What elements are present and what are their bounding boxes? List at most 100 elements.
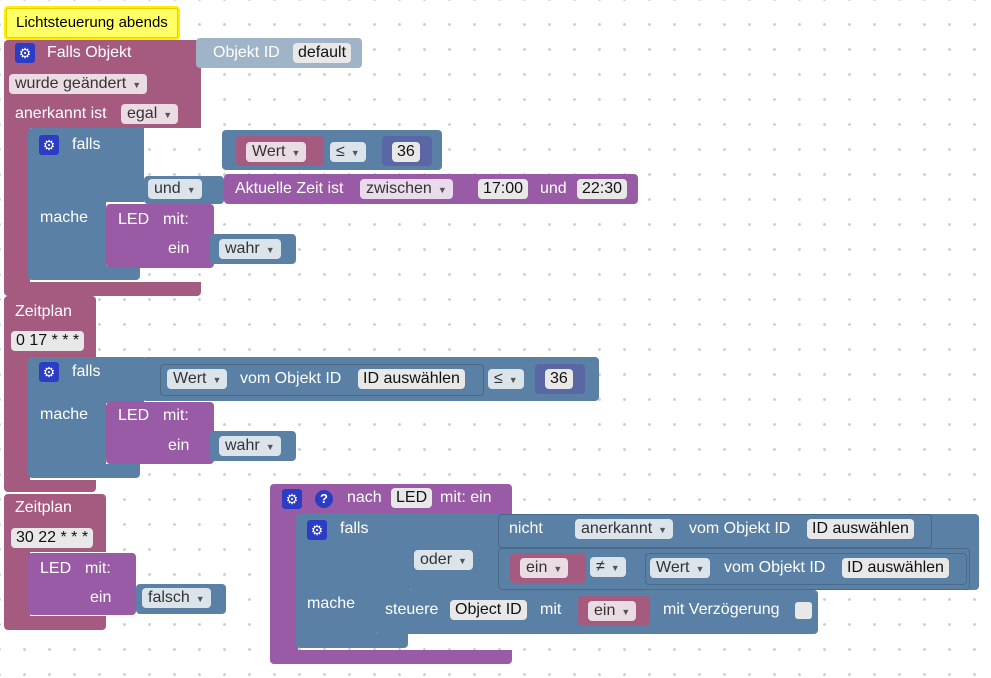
id-select-2[interactable]: ID auswählen [358,369,465,389]
id-select-3[interactable]: ID auswählen [807,519,914,539]
chevron-down-icon: ▼ [291,148,301,158]
if-block-bottom [28,266,140,280]
function-name[interactable]: LED [391,488,433,508]
from-object-label: vom Objekt ID [240,370,342,387]
schedule-2-title: Zeitplan [15,499,72,516]
value-dropdown-2[interactable]: Wert▼ [167,369,228,389]
time-label: Aktuelle Zeit ist [235,180,344,197]
time-and-label: und [540,180,567,197]
time-from[interactable]: 17:00 [478,179,529,199]
chevron-down-icon: ▼ [610,563,620,573]
op-dropdown-2[interactable]: ≤▼ [488,369,524,389]
chevron-down-icon: ▼ [437,185,447,195]
chevron-down-icon: ▼ [265,245,275,255]
chevron-down-icon: ▼ [658,525,668,535]
led-call-block-2[interactable] [106,402,214,464]
schedule-2-left [4,550,30,620]
delay-checkbox[interactable] [795,602,812,619]
help-icon[interactable]: ? [315,490,333,508]
gear-icon[interactable]: ⚙ [307,520,327,540]
chevron-down-icon: ▼ [621,607,631,617]
function-with: mit: ein [440,489,492,506]
from-object-label-2: vom Objekt ID [689,520,791,537]
schedule-1-title: Zeitplan [15,303,72,320]
schedule-2-bottom [4,616,106,630]
op-dropdown[interactable]: ≤▼ [330,142,366,162]
ack-dropdown-2[interactable]: anerkannt▼ [575,519,674,539]
do-label-2: mache [40,406,89,423]
chevron-down-icon: ▼ [212,375,222,385]
ack-label: anerkannt ist [15,105,107,122]
changed-dropdown[interactable]: wurde geändert▼ [9,74,148,94]
function-left [270,514,298,654]
led-label-3: LED [40,560,72,577]
ein-dropdown[interactable]: ein▼ [520,558,569,578]
gear-icon[interactable]: ⚙ [39,362,59,382]
chevron-down-icon: ▼ [350,148,360,158]
trigger-body-left [4,128,30,286]
mit-label: mit [540,601,562,618]
time-to[interactable]: 22:30 [577,179,628,199]
after-label: nach [347,489,382,506]
object-id-value[interactable]: default [293,43,352,63]
ein-dropdown-2[interactable]: ein▼ [588,601,637,621]
chevron-down-icon: ▼ [553,564,563,574]
id-select-4[interactable]: ID auswählen [842,558,949,578]
cron-1[interactable]: 0 17 * * * [11,331,85,351]
not-label: nicht [509,520,543,537]
chevron-down-icon: ▼ [163,110,173,120]
neq-dropdown[interactable]: ≠▼ [590,557,626,577]
number-value[interactable]: 36 [392,142,420,162]
schedule-1-left [4,356,30,484]
or-dropdown[interactable]: oder▼ [414,550,473,570]
value-dropdown-3[interactable]: Wert▼ [650,558,711,578]
chevron-down-icon: ▼ [265,442,275,452]
trigger-title: Falls Objekt [47,44,132,61]
value-dropdown[interactable]: Wert▼ [246,142,307,162]
with-label-2: mit: [163,407,189,424]
comment-note[interactable]: Lichtsteuerung abends [6,8,178,38]
bool-dropdown-3[interactable]: falsch▼ [142,588,211,608]
time-mode-dropdown[interactable]: zwischen▼ [360,179,453,199]
ack-dropdown[interactable]: egal▼ [121,104,179,124]
chevron-down-icon: ▼ [508,375,518,385]
if-block-2-left [28,400,106,468]
schedule-1-bottom [4,480,96,492]
led-call-block-3[interactable] [28,553,136,615]
cron-2[interactable]: 30 22 * * * [11,528,94,548]
object-id-pill[interactable]: Object ID [450,600,527,620]
if-block-3-left [296,590,376,640]
if-label-3: falls [340,520,369,537]
chevron-down-icon: ▼ [695,564,705,574]
on-label-2: ein [168,437,190,454]
trigger-bottom [4,282,201,296]
chevron-down-icon: ▼ [195,594,205,604]
and-dropdown[interactable]: und▼ [148,179,202,199]
gear-icon[interactable]: ⚙ [15,43,35,63]
gear-icon[interactable]: ⚙ [282,489,302,509]
chevron-down-icon: ▼ [186,185,196,195]
control-label: steuere [385,601,439,618]
with-label: mit: [163,211,189,228]
number-value-2[interactable]: 36 [545,369,573,389]
chevron-down-icon: ▼ [458,556,467,566]
led-call-block[interactable] [106,204,214,268]
object-id-label: Objekt ID [213,44,280,61]
bool-dropdown[interactable]: wahr▼ [219,239,281,259]
function-bottom [270,650,512,664]
led-label-2: LED [118,407,150,424]
gear-icon[interactable]: ⚙ [39,135,59,155]
if-block-2-bottom [28,464,140,478]
if-block-left [28,200,106,270]
delay-label: mit Verzögerung [663,601,780,618]
if-block-3-bottom [296,634,408,648]
if-label: falls [72,136,101,153]
with-label-3: mit: [85,560,111,577]
do-label-3: mache [307,595,356,612]
bool-dropdown-2[interactable]: wahr▼ [219,436,281,456]
led-label: LED [118,211,150,228]
if-label-2: falls [72,363,101,380]
from-object-label-3: vom Objekt ID [724,559,826,576]
on-label: ein [168,240,190,257]
on-label-3: ein [90,589,112,606]
